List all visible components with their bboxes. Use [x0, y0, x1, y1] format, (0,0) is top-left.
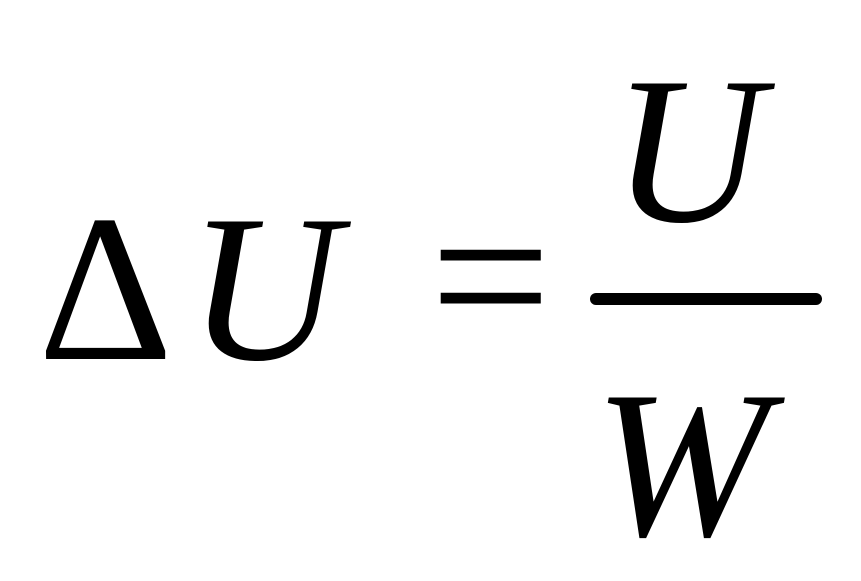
delta-symbol: Δ [38, 173, 174, 405]
fraction-denominator: W [594, 349, 769, 581]
fraction-numerator: U [612, 35, 764, 267]
fraction-bar [590, 293, 822, 305]
equals-sign: = [430, 156, 552, 395]
lhs-variable: U [188, 173, 340, 405]
